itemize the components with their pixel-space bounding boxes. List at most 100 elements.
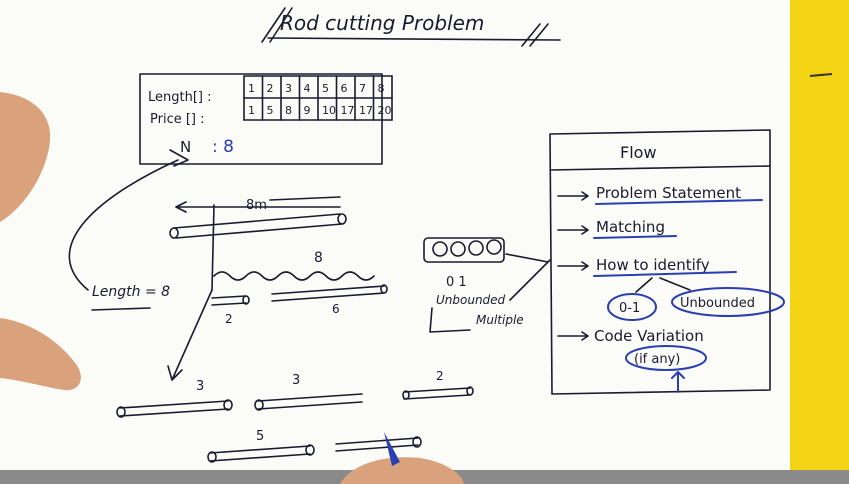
label-01: 0 1	[446, 275, 467, 290]
hand-left-top	[0, 92, 51, 222]
piece-small	[211, 295, 247, 306]
piece-label-4: 5	[256, 429, 264, 444]
title-slash-right	[521, 23, 549, 47]
value-grid	[243, 75, 393, 121]
page-title: Rod cutting Problem	[280, 11, 484, 35]
piece-3a-end2	[223, 399, 233, 411]
rod-length-label: 8m	[246, 198, 267, 213]
flow-item-4: Code Variation	[594, 327, 704, 345]
piece-5	[209, 445, 311, 462]
price-label: Price [] :	[150, 112, 205, 127]
item-circle-3	[468, 240, 484, 256]
pen-icon	[384, 432, 400, 466]
cut-line	[211, 204, 215, 291]
down-arrow	[167, 289, 213, 381]
flow-item-1: Problem Statement	[596, 184, 741, 202]
price-cell: 9	[304, 104, 311, 117]
item-circle-2	[450, 241, 466, 257]
piece-extra-end	[412, 436, 422, 448]
desk-mark	[809, 73, 833, 77]
option-unbounded: Unbounded	[680, 296, 755, 311]
piece-5-end2	[305, 444, 315, 456]
option-01: 0-1	[619, 301, 640, 316]
length-cell: 4	[304, 82, 311, 95]
length-cell: 3	[285, 82, 292, 95]
flow-arrow-1	[557, 191, 589, 201]
code-note-oval	[625, 345, 707, 371]
piece-extra	[335, 437, 419, 452]
main-rod-group: 8m	[167, 196, 347, 381]
piece-label-3: 2	[436, 369, 444, 383]
flow-underline-1	[595, 199, 763, 205]
option-unbounded-oval	[671, 287, 785, 317]
piece-2-end2	[466, 386, 474, 396]
flow-item-2: Matching	[596, 218, 665, 236]
hand-bottom	[340, 457, 464, 484]
split-arrows	[635, 277, 691, 293]
bracket-arrow	[429, 307, 471, 333]
piece-large	[271, 285, 385, 302]
label-multiple: Multiple	[476, 313, 524, 327]
bottom-pieces: 3 3 2 5	[116, 369, 474, 463]
piece-label-1: 3	[196, 379, 204, 394]
price-cell: 10	[322, 104, 336, 117]
wavy-line	[213, 271, 375, 281]
flow-item-3: How to identify	[596, 256, 710, 274]
piece-2-end	[402, 390, 410, 400]
title-slash-left	[261, 7, 293, 43]
piece-5-end	[207, 451, 217, 463]
table-frame	[139, 73, 383, 165]
main-rod	[173, 213, 343, 239]
piece-3a-end	[116, 406, 126, 418]
piece-2	[403, 387, 471, 400]
up-arrow	[671, 371, 685, 393]
curve-arrow-head	[169, 149, 189, 167]
n-label: N	[180, 138, 191, 156]
link-arrows	[505, 253, 551, 301]
flow-arrow-4	[557, 331, 589, 341]
piece-3a	[119, 400, 229, 417]
length-cell: 8	[378, 82, 385, 95]
title-underline	[267, 37, 561, 41]
price-cell: 8	[285, 104, 292, 117]
flow-panel: Flow Problem Statement Matching How to i…	[549, 129, 785, 395]
length-cell: 7	[359, 82, 366, 95]
price-cell: 20	[378, 104, 392, 117]
rod-end-left	[169, 227, 179, 239]
length-cell: 6	[341, 82, 348, 95]
item-circle-4	[486, 239, 502, 255]
flow-header-divider	[549, 165, 771, 171]
piece-large-end	[380, 284, 388, 294]
flow-title: Flow	[620, 143, 657, 162]
title-group: Rod cutting Problem	[261, 7, 561, 47]
length-label: Length[] :	[148, 90, 212, 105]
flow-frame	[549, 129, 771, 395]
piece-small-end	[242, 295, 250, 305]
length-cell: 2	[267, 82, 274, 95]
item-circle-1	[432, 241, 448, 257]
length-cell: 1	[248, 82, 255, 95]
price-cell: 17	[359, 104, 373, 117]
rod-arrow-right	[269, 196, 341, 201]
hand-left-bottom	[0, 318, 81, 391]
price-cell: 1	[248, 104, 255, 117]
flow-underline-2	[593, 235, 677, 239]
items-box	[423, 237, 505, 263]
code-note: (if any)	[634, 352, 680, 367]
wave-label: 8	[314, 250, 323, 266]
price-cell: 17	[341, 104, 355, 117]
flow-underline-3	[593, 271, 737, 277]
cut-right-label: 6	[332, 302, 340, 316]
length-cell: 5	[322, 82, 329, 95]
knapsack-sketch: 0 1 Unbounded Multiple	[423, 237, 551, 333]
flow-arrow-3	[557, 261, 589, 271]
piece-3b-end	[254, 399, 264, 411]
flow-arrow-2	[557, 225, 589, 235]
cut-left-label: 2	[225, 312, 233, 326]
length-underline	[91, 307, 151, 311]
yellow-desk-edge	[790, 0, 849, 484]
